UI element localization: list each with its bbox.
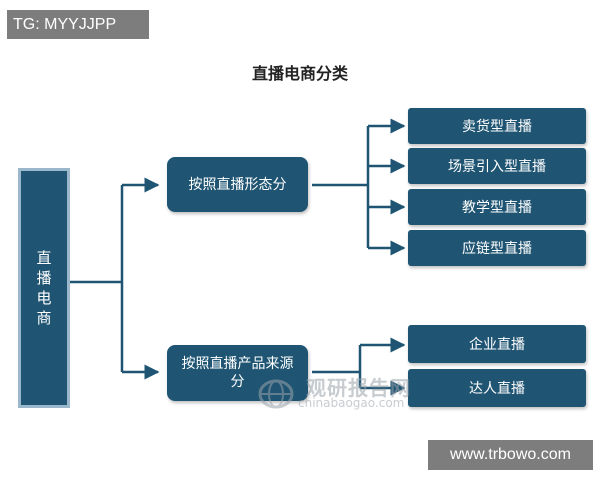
branch-label-form: 按照直播形态分 <box>188 176 287 193</box>
leaf-node: 场景引入型直播 <box>408 148 586 184</box>
leaf-label: 教学型直播 <box>462 200 532 216</box>
top-watermark-tag: TG: MYYJJPP <box>7 10 149 39</box>
branch-node-form: 按照直播形态分 <box>167 157 308 212</box>
watermark-cn-text: 观研报告网 <box>306 376 411 400</box>
leaf-label: 场景引入型直播 <box>448 159 546 175</box>
leaf-label: 应链型直播 <box>462 241 532 257</box>
leaf-label: 企业直播 <box>469 337 525 353</box>
globe-logo-icon <box>258 379 294 409</box>
diagram-title: 直播电商分类 <box>251 64 348 83</box>
leaf-node: 应链型直播 <box>408 230 586 266</box>
root-char-3: 电 <box>36 289 52 307</box>
root-char-1: 直 <box>36 249 52 267</box>
leaf-node: 达人直播 <box>408 369 586 407</box>
root-node: 直 播 电 商 <box>18 168 70 408</box>
bottom-watermark-tag: www.trbowo.com <box>428 440 593 470</box>
leaf-label: 卖货型直播 <box>462 119 532 135</box>
leaf-node: 企业直播 <box>408 325 586 363</box>
branch-label-source-line-1: 按照直播产品来源 <box>181 356 294 372</box>
branch-label-source-line-2: 分 <box>230 374 245 390</box>
root-char-2: 播 <box>36 269 52 287</box>
leaf-node: 卖货型直播 <box>408 108 586 144</box>
leaf-node: 教学型直播 <box>408 189 586 225</box>
leaf-label: 达人直播 <box>469 381 525 397</box>
site-watermark: 观研报告网 chinabaogao.com <box>258 372 418 416</box>
branch-node-source: 按照直播产品来源 分 <box>167 345 308 401</box>
watermark-en-text: chinabaogao.com <box>298 396 405 410</box>
root-char-4: 商 <box>36 309 52 327</box>
